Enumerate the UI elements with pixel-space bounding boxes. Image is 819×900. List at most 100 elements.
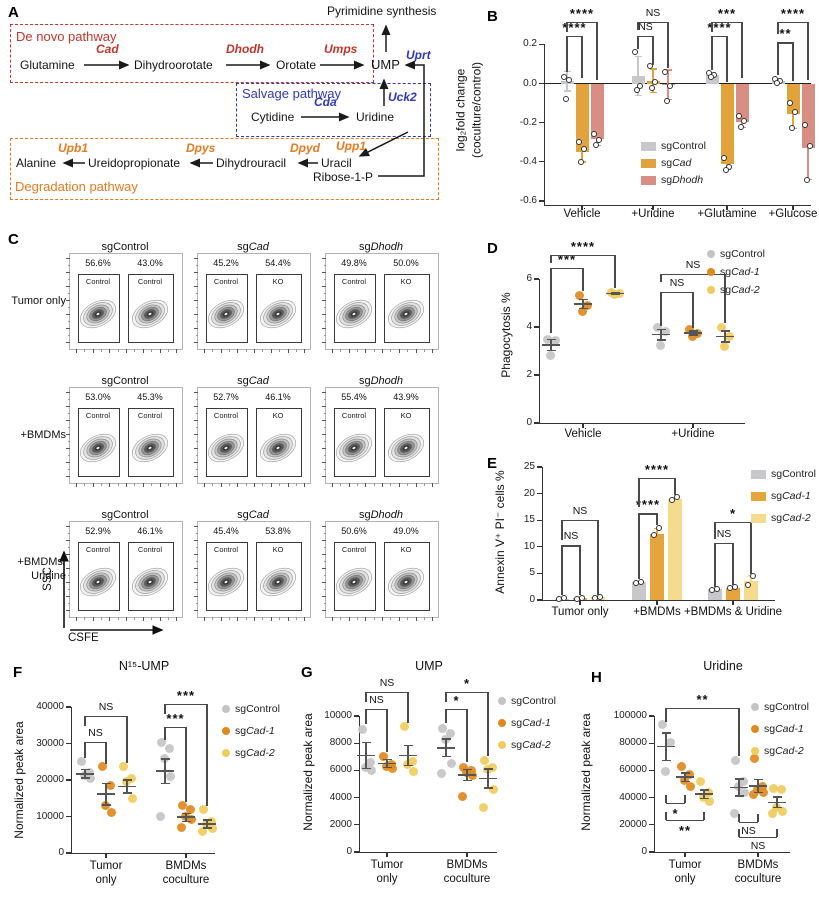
legend-label-gene: Cad-2 — [782, 512, 811, 524]
flow-density-blob — [336, 567, 372, 597]
error-cap — [382, 766, 392, 769]
legend-label: sgControl — [511, 695, 556, 707]
data-point — [732, 583, 738, 590]
data-point — [100, 801, 110, 811]
y-tick — [194, 540, 198, 541]
data-point — [662, 68, 668, 75]
sig-bracket-line — [562, 545, 580, 547]
flow-gate — [206, 274, 248, 343]
flow-title-prefix: sg — [237, 509, 249, 521]
data-point — [748, 790, 758, 800]
flow-title-gene: Control — [113, 509, 149, 521]
x-tick-minor — [167, 349, 169, 352]
error-cap — [634, 94, 642, 96]
flow-gate-label: Control — [85, 411, 111, 420]
x-tick — [109, 349, 111, 353]
sig-bracket-line — [366, 709, 387, 711]
panel-label-c: C — [8, 231, 19, 248]
flow-x-axis-label: CSFE — [68, 632, 99, 644]
x-tick-minor — [212, 617, 214, 620]
panel-label-f: F — [13, 664, 23, 681]
sig-bracket-line — [567, 21, 597, 24]
sig-label: **** — [644, 461, 670, 477]
data-point — [652, 322, 662, 332]
x-tick — [332, 617, 333, 621]
degradation-pathway-title: Degradation pathway — [15, 179, 138, 194]
y-tick — [194, 448, 198, 449]
sig-bracket-leg — [738, 814, 740, 823]
sig-bracket-leg — [407, 691, 409, 723]
legend-label-prefix: sg — [764, 701, 776, 713]
flow-density-blob — [80, 299, 116, 329]
data-point — [703, 788, 713, 798]
x-category: Vehicle — [564, 428, 602, 440]
sig-bracket-line — [666, 803, 685, 805]
flow-title-prefix: sg — [101, 241, 114, 253]
data-point — [721, 154, 727, 161]
y-tick — [66, 328, 70, 329]
y-tick — [534, 422, 539, 424]
y-tick — [66, 706, 71, 708]
legend-label-prefix: sg — [661, 157, 673, 169]
y-tick-label: 80000 — [619, 737, 647, 749]
flow-gate — [128, 274, 174, 343]
x-tick — [159, 617, 161, 621]
y-tick — [194, 596, 198, 597]
y-tick — [649, 742, 654, 744]
y-tick — [66, 406, 70, 407]
data-point — [79, 771, 89, 781]
sig-bracket-leg — [84, 741, 86, 758]
uridine-label: Uridine — [356, 110, 395, 124]
data-point — [85, 774, 95, 784]
x-tick — [304, 483, 306, 487]
x-category-line: Tumor — [370, 859, 404, 871]
y-tick-minor — [67, 307, 70, 308]
flow-row-label-line: Tumor only — [11, 295, 66, 307]
x-tick — [398, 617, 400, 621]
error-cap — [563, 90, 571, 92]
sig-bracket-leg — [614, 255, 616, 288]
y-tick-minor — [323, 547, 326, 548]
y-tick-minor — [323, 561, 326, 562]
legend-swatch — [751, 492, 766, 501]
sig-bracket-leg — [487, 691, 489, 756]
x-tick-minor — [262, 617, 264, 620]
sig-bracket-line — [715, 521, 751, 524]
y-tick — [66, 779, 71, 781]
flow-title-prefix: sg — [237, 241, 249, 253]
y-tick — [354, 742, 359, 744]
y-tick-label: -0.4 — [519, 155, 537, 167]
x-category-line: Tumor — [668, 859, 702, 871]
legend-dot — [707, 268, 715, 276]
legend-dot — [222, 705, 230, 713]
y-tick-label: 30000 — [36, 737, 64, 749]
ureidopropionate-label: Ureidopropionate — [88, 156, 181, 170]
x-tick-minor — [279, 617, 281, 620]
legend-label: sgCad — [661, 157, 691, 169]
x-tick — [237, 617, 239, 621]
flow-row-label-line: +BMDMs/ — [17, 556, 66, 568]
ump-label: UMP — [371, 57, 400, 72]
y-tick-minor — [323, 469, 326, 470]
sig-bracket-leg — [638, 477, 640, 507]
sig-bracket-leg — [660, 292, 662, 327]
y-tick — [66, 476, 70, 477]
flow-gate-label: Control — [213, 277, 239, 286]
y-tick — [322, 300, 326, 301]
sig-bracket-leg — [566, 21, 568, 32]
sig-bracket-leg — [714, 543, 716, 588]
data-point — [206, 816, 216, 826]
x-tick-minor — [245, 483, 247, 486]
x-tick — [126, 483, 128, 487]
x-category: +BMDMs — [633, 606, 681, 618]
legend-label-gene: Control — [246, 703, 280, 715]
flow-gate-label: Control — [85, 545, 111, 554]
sig-bracket-line — [661, 274, 725, 276]
flow-gate — [206, 542, 248, 611]
x-tick-minor — [262, 483, 264, 486]
flow-density-blob — [336, 433, 372, 463]
x-tick — [92, 617, 94, 621]
mean-line — [716, 335, 734, 338]
data-point — [669, 496, 675, 503]
y-tick-minor — [195, 335, 198, 336]
